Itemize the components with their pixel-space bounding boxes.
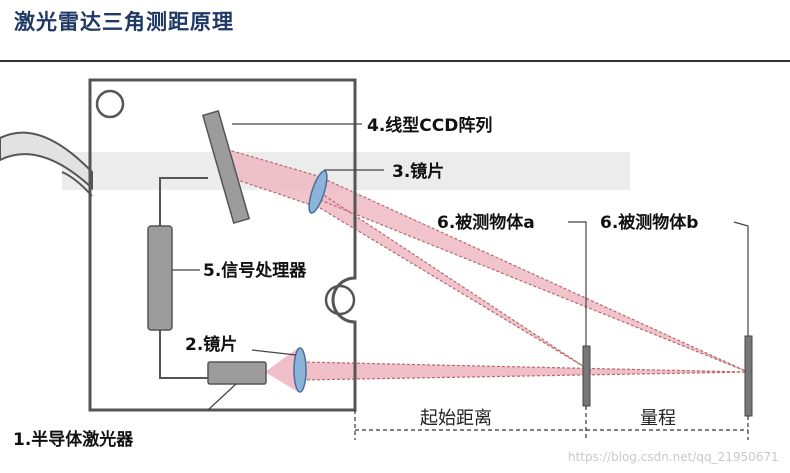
label-ccd-array: 4.线型CCD阵列: [367, 115, 492, 136]
wiring: [159, 177, 208, 379]
wire: [159, 177, 208, 226]
sensor-housing: [88, 78, 357, 412]
beam-edge: [301, 371, 749, 381]
beam-edge: [319, 207, 587, 369]
leader-object-a: [568, 221, 587, 346]
lens-2: [293, 347, 307, 393]
beam-edge: [315, 189, 587, 369]
object-b: [744, 335, 753, 417]
beam-edge: [317, 175, 749, 373]
title-divider: [0, 60, 790, 62]
label-signal-processor: 5.信号处理器: [203, 260, 307, 281]
label-lens-2: 2.镜片: [185, 334, 237, 355]
beam-edge: [301, 361, 749, 373]
beam-edges: [221, 147, 749, 381]
leader-object-b: [733, 221, 749, 336]
leader-laser: [207, 383, 237, 411]
watermark: https://blog.csdn.net/qq_21950671: [568, 450, 779, 464]
semiconductor-laser: [207, 361, 267, 385]
focused-beam: [265, 348, 298, 392]
ccd-array: [201, 110, 251, 224]
mount-hole-top: [95, 89, 125, 119]
page-title: 激光雷达三角测距原理: [14, 9, 234, 34]
emitted-beam: [302, 362, 748, 380]
label-lens-3: 3.镜片: [392, 161, 444, 182]
ccd-converge-beam: [222, 148, 320, 208]
signal-processor: [147, 225, 173, 331]
leader-lens2: [251, 349, 297, 356]
mount-hole-side: [324, 284, 356, 316]
highlight-band: [62, 152, 630, 190]
label-object-b: 6.被测物体b: [600, 212, 698, 233]
beam-edge: [221, 147, 319, 177]
beam-edge: [225, 175, 321, 209]
lens-3: [308, 170, 328, 214]
dimension-lines: [354, 406, 749, 440]
label-object-a: 6.被测物体a: [437, 212, 535, 233]
cable: [0, 131, 93, 191]
label-laser: 1.半导体激光器: [13, 429, 134, 450]
label-start-distance: 起始距离: [420, 408, 492, 429]
wire: [159, 330, 208, 379]
object-a: [582, 345, 591, 407]
leader-lines: [172, 123, 749, 411]
beam-edge: [319, 199, 749, 373]
label-range: 量程: [640, 408, 676, 429]
